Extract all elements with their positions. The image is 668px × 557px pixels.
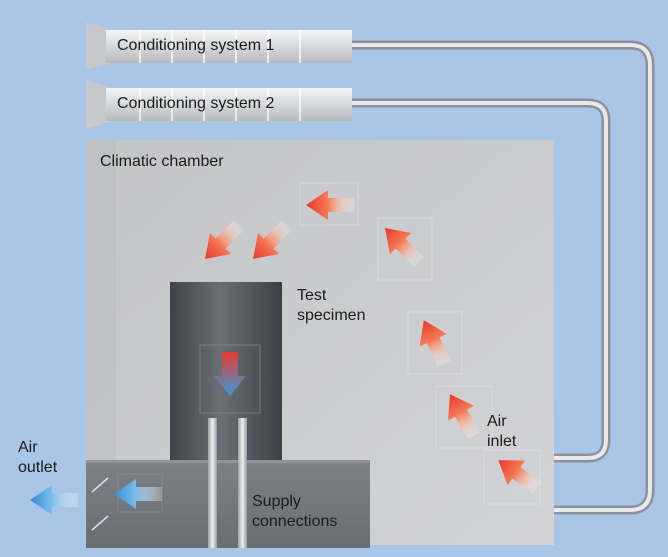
conditioning-system-2-label: Conditioning system 2 <box>117 95 275 112</box>
warm-air-arrow-icon <box>253 220 292 259</box>
cool-air-arrow-icon <box>30 485 78 515</box>
return-pipe-1 <box>345 40 655 515</box>
conditioning-system-1-label: Conditioning system 1 <box>117 37 275 54</box>
climatic-chamber-label: Climatic chamber <box>100 153 224 170</box>
air-outlet-label: Air outlet <box>18 439 58 476</box>
warm-air-arrow-icon <box>448 394 481 440</box>
warm-air-arrow-icon <box>205 220 244 259</box>
air-inlet-label: Air inlet <box>487 413 517 450</box>
return-pipe-2 <box>345 98 611 463</box>
warm-air-arrow-icon <box>419 320 451 367</box>
cool-air-arrow-icon <box>114 479 162 509</box>
warm-air-arrow-icon <box>385 228 424 267</box>
temperature-gradient-arrow-icon <box>214 352 246 396</box>
test-specimen-label: Test specimen <box>297 287 366 324</box>
conditioning-system-1-duct <box>86 22 352 70</box>
warm-air-arrow-icon <box>498 460 542 494</box>
conditioning-system-2-duct <box>86 80 352 129</box>
supply-connections-label: Supply connections <box>252 493 338 530</box>
warm-air-arrow-icon <box>306 190 354 220</box>
